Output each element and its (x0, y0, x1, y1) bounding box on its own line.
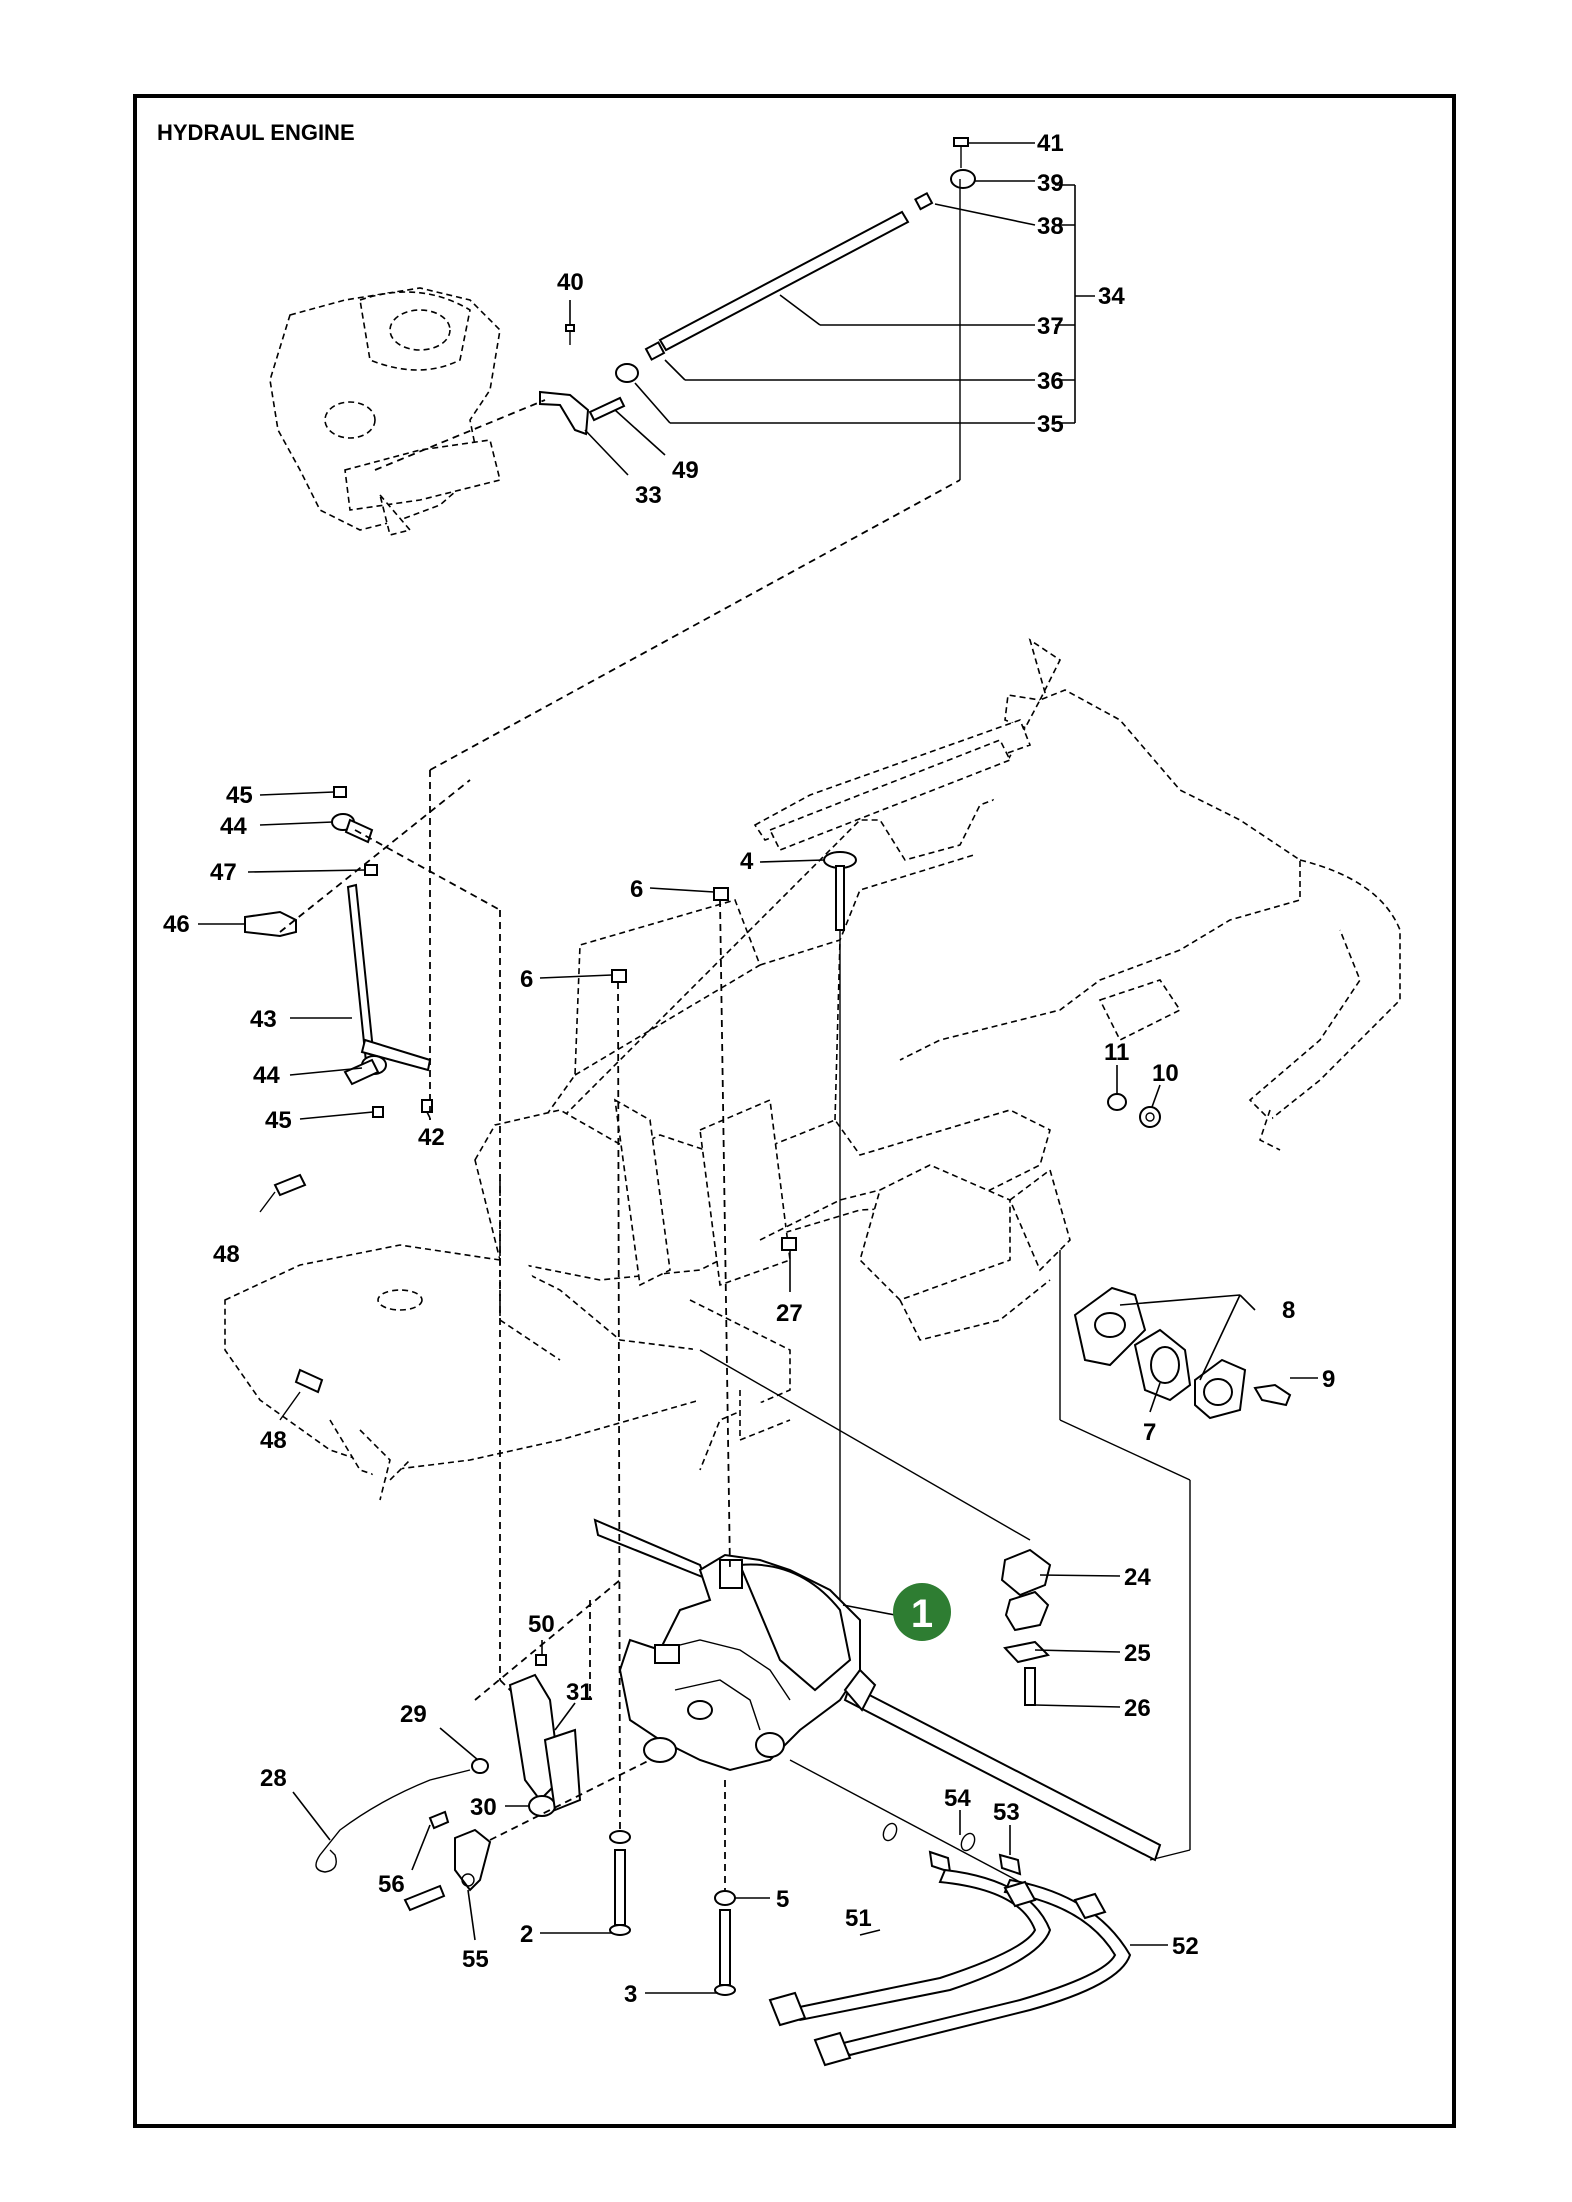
callout-48-bottom: 48 (260, 1427, 287, 1454)
engine-illustration (269, 287, 501, 536)
mounting-bolts (609, 851, 857, 1996)
callout-53: 53 (993, 1799, 1020, 1826)
callout-45-top: 45 (226, 782, 253, 809)
callout-33: 33 (635, 482, 662, 509)
linkage-left (244, 179, 961, 1701)
callout-48-top: 48 (213, 1241, 240, 1268)
bearing-assembly (1059, 1093, 1292, 1861)
callout-38: 38 (1037, 213, 1064, 240)
callout-9: 9 (1322, 1366, 1335, 1393)
callout-41: 41 (1037, 130, 1064, 157)
transaxle-unit (593, 1518, 1162, 1891)
callout-30: 30 (470, 1794, 497, 1821)
callout-51: 51 (845, 1905, 872, 1932)
tie-rod-assembly (374, 137, 976, 471)
callout-5: 5 (776, 1886, 789, 1913)
callout-55: 55 (462, 1946, 489, 1973)
callout-37: 37 (1037, 313, 1064, 340)
lever-assembly (315, 1579, 651, 1912)
callout-52: 52 (1172, 1933, 1199, 1960)
callout-3: 3 (624, 1981, 637, 2008)
callout-27: 27 (776, 1300, 803, 1327)
main-part-number: 1 (911, 1592, 933, 1636)
callout-56: 56 (378, 1871, 405, 1898)
callout-26: 26 (1124, 1695, 1151, 1722)
callout-6-middle: 6 (520, 966, 533, 993)
callout-34: 34 (1098, 283, 1125, 310)
callout-11: 11 (1104, 1039, 1129, 1066)
callout-28: 28 (260, 1765, 287, 1792)
callout-labels: 41 39 38 34 37 36 35 40 49 33 45 44 47 4… (163, 130, 1335, 2008)
clamp-parts (699, 1349, 1052, 1706)
callout-10: 10 (1152, 1060, 1179, 1087)
diagram-title: HYDRAUL ENGINE (157, 120, 355, 145)
callout-8: 8 (1282, 1297, 1295, 1324)
callout-40: 40 (557, 269, 584, 296)
callout-49: 49 (672, 457, 699, 484)
bolts-48 (259, 1173, 324, 1421)
callout-7: 7 (1143, 1419, 1156, 1446)
callout-44-bottom: 44 (253, 1062, 280, 1089)
callout-54: 54 (944, 1785, 971, 1812)
diagram-frame (133, 94, 1456, 2128)
callout-31: 31 (566, 1679, 593, 1706)
callout-47: 47 (210, 859, 237, 886)
callout-44-top: 44 (220, 813, 247, 840)
callout-43: 43 (250, 1006, 277, 1033)
callout-4: 4 (740, 848, 754, 875)
callout-39: 39 (1037, 170, 1064, 197)
callout-25: 25 (1124, 1640, 1151, 1667)
callout-35: 35 (1037, 411, 1064, 438)
callout-42: 42 (418, 1124, 445, 1151)
callout-leaders (198, 142, 1318, 1994)
callout-50: 50 (528, 1611, 555, 1638)
callout-46: 46 (163, 911, 190, 938)
callout-24: 24 (1124, 1564, 1151, 1591)
callout-36: 36 (1037, 368, 1064, 395)
callout-6-top: 6 (630, 876, 643, 903)
callout-2: 2 (520, 1921, 533, 1948)
callout-29: 29 (400, 1701, 427, 1728)
callout-45-bottom: 45 (265, 1107, 292, 1134)
main-part-badge: 1 (893, 1583, 951, 1641)
hydraulic-hoses (768, 1868, 1132, 2067)
